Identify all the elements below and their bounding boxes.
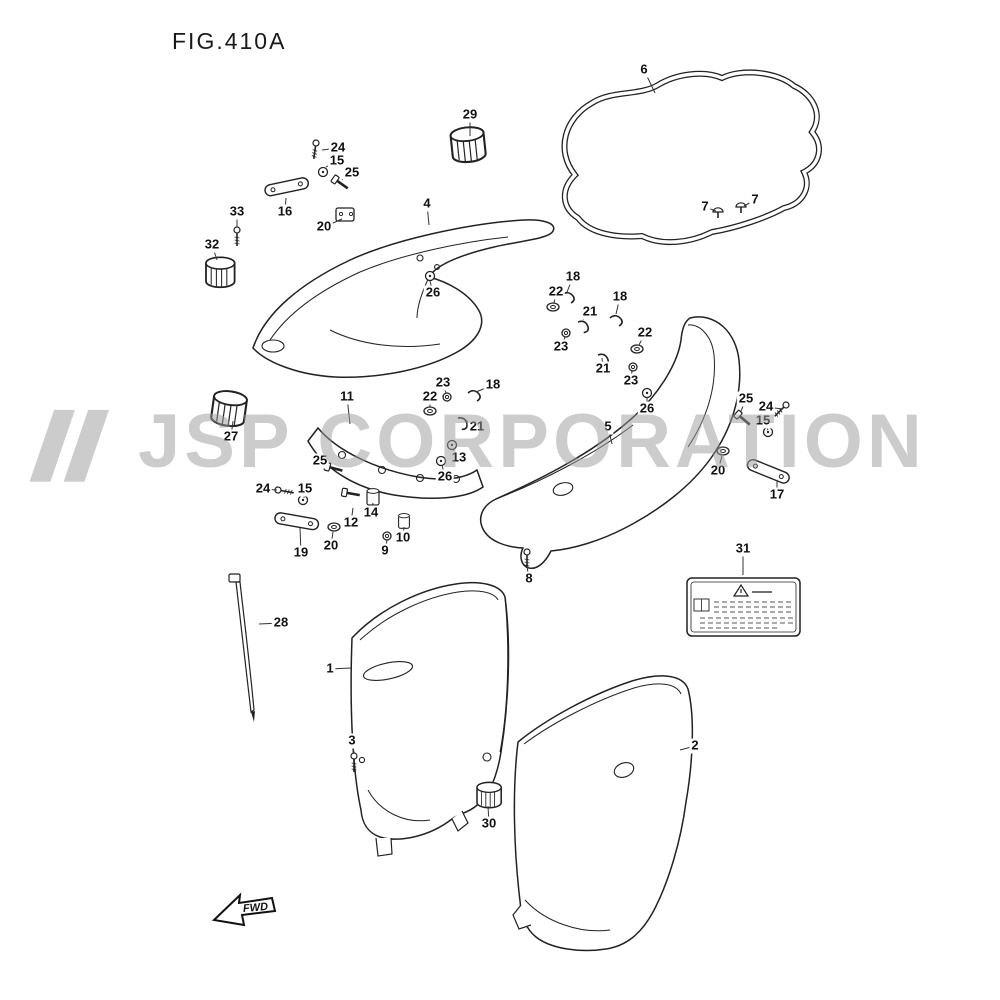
part-label-23: 23 (621, 372, 641, 389)
part-label-12: 12 (341, 514, 361, 531)
part-label-14: 14 (361, 504, 381, 521)
part-label-28: 28 (271, 614, 291, 631)
part-label-4: 4 (421, 195, 433, 212)
part-label-22: 22 (420, 388, 440, 405)
bracket-hole (348, 211, 354, 217)
part-20-bracket (335, 207, 355, 222)
part-6-gasket (561, 69, 822, 246)
part-label-8: 8 (523, 570, 535, 587)
part-label-30: 30 (479, 815, 499, 832)
part-label-18: 18 (563, 268, 583, 285)
part-label-33: 33 (227, 203, 247, 220)
part-label-20: 20 (321, 537, 341, 554)
part-label-21: 21 (580, 303, 600, 320)
figure-title: FIG.410A (172, 28, 287, 54)
part-28-cable-tie (228, 573, 255, 722)
part-label-7: 7 (749, 191, 761, 208)
part-label-29: 29 (460, 106, 480, 123)
part-label-3: 3 (346, 732, 358, 749)
part-label-11: 11 (338, 388, 356, 405)
part-label-32: 32 (202, 236, 222, 253)
part-label-31: 31 (733, 540, 753, 557)
part-label-25: 25 (310, 452, 330, 469)
warning-triangle-icon (732, 583, 750, 597)
part-label-7: 7 (699, 198, 711, 215)
part-label-15: 15 (327, 152, 347, 169)
part-label-22: 22 (546, 283, 566, 300)
part-label-9: 9 (379, 542, 391, 559)
part-label-5: 5 (602, 418, 614, 435)
part-label-16: 16 (275, 203, 295, 220)
part-4-side-cover-upper (252, 219, 555, 379)
part-label-20: 20 (314, 218, 334, 235)
part-label-18: 18 (610, 288, 630, 305)
part-label-22: 22 (635, 324, 655, 341)
part-label-13: 13 (449, 449, 469, 466)
part-label-19: 19 (291, 544, 311, 561)
part-label-26: 26 (435, 468, 455, 485)
part-label-21: 21 (467, 418, 487, 435)
part-label-24: 24 (253, 480, 273, 497)
fwd-arrow: FWD (211, 892, 277, 927)
bracket-hole (338, 211, 344, 217)
part-label-20: 20 (708, 462, 728, 479)
part-label-21: 21 (593, 360, 613, 377)
part-1-lower-cover-front (350, 581, 510, 857)
part-label-2: 2 (689, 737, 701, 754)
part-label-15: 15 (295, 480, 315, 497)
part-label-17: 17 (767, 486, 787, 503)
part-label-23: 23 (433, 374, 453, 391)
part-5-side-cover-right (479, 316, 741, 570)
part-label-24: 24 (756, 398, 776, 415)
part-label-15: 15 (753, 412, 773, 429)
part-label-25: 25 (736, 390, 756, 407)
part-2-lower-cover-side (512, 675, 694, 952)
part-label-10: 10 (393, 529, 413, 546)
part-label-25: 25 (342, 164, 362, 181)
part-31-warning-label (686, 577, 801, 637)
part-label-23: 23 (551, 338, 571, 355)
fwd-text: FWD (243, 901, 269, 915)
part-label-26: 26 (423, 284, 443, 301)
part-label-26: 26 (637, 400, 657, 417)
part-label-24: 24 (328, 139, 348, 156)
part-label-6: 6 (638, 61, 650, 78)
part-label-1: 1 (324, 660, 336, 677)
part-label-18: 18 (483, 376, 503, 393)
part-label-27: 27 (221, 428, 241, 445)
